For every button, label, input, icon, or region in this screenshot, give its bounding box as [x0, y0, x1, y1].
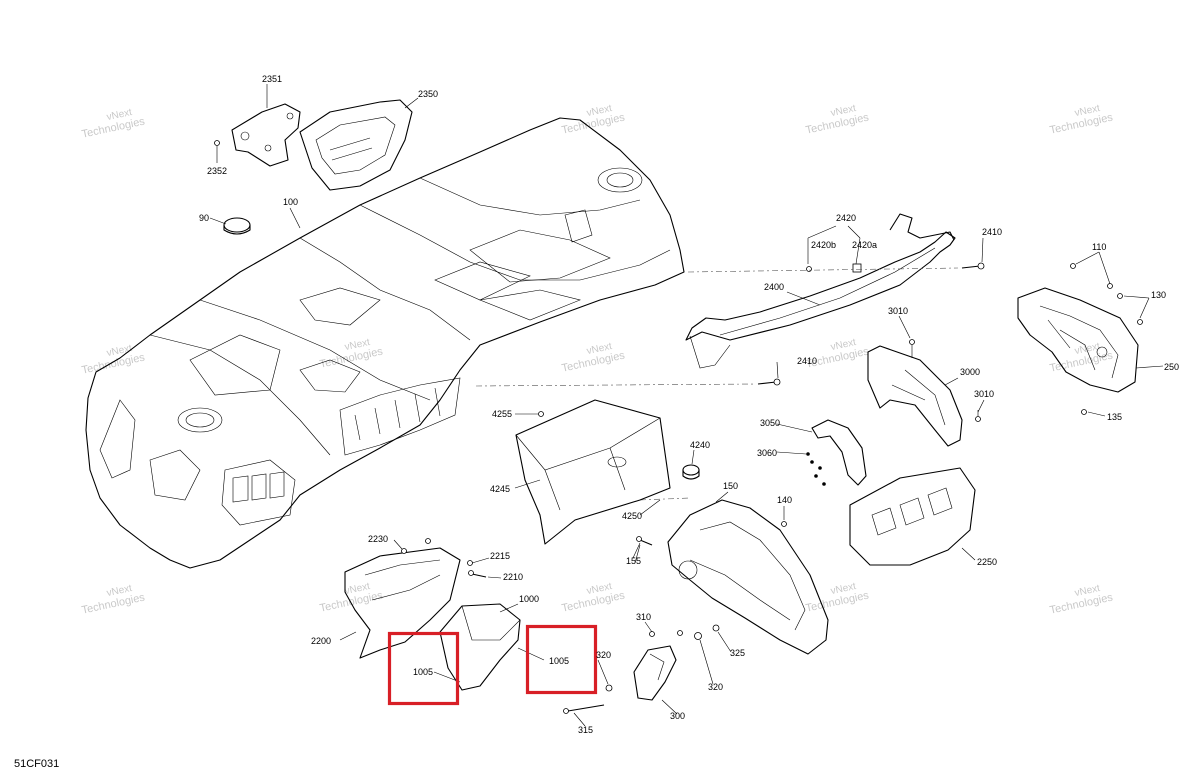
- fastener-dots-3060: [806, 452, 826, 486]
- svg-text:vNext: vNext: [1074, 103, 1102, 119]
- callout-2352: 2352: [207, 166, 227, 176]
- callout-2230: 2230: [368, 534, 388, 544]
- plug-part-4240: [682, 464, 700, 480]
- callout-4255: 4255: [492, 409, 512, 419]
- nuts-part-2420: [806, 263, 862, 273]
- callout-3000: 3000: [960, 367, 980, 377]
- callout-310: 310: [636, 612, 651, 622]
- callout-1005-right: 1005: [549, 656, 569, 666]
- svg-text:vNext: vNext: [830, 337, 858, 353]
- callout-1005-left: 1005: [413, 667, 433, 677]
- diagram-code: 51CF031: [14, 758, 59, 770]
- fasteners-part-310-315-320-325: [563, 624, 720, 714]
- highlight-boxes: [387, 624, 598, 706]
- svg-text:vNext: vNext: [586, 341, 614, 357]
- callout-320-left: 320: [596, 650, 611, 660]
- svg-text:vNext: vNext: [106, 343, 134, 359]
- callout-2215: 2215: [490, 551, 510, 561]
- callout-2350: 2350: [418, 89, 438, 99]
- callout-315: 315: [578, 725, 593, 735]
- callout-300: 300: [670, 711, 685, 721]
- callout-100: 100: [283, 197, 298, 207]
- crossbar-part-2400: [685, 213, 956, 369]
- callout-4250: 4250: [622, 511, 642, 521]
- svg-text:vNext: vNext: [586, 103, 614, 119]
- callout-150: 150: [723, 481, 738, 491]
- callout-2210: 2210: [503, 572, 523, 582]
- svg-text:vNext: vNext: [344, 581, 372, 597]
- callout-3060: 3060: [757, 448, 777, 458]
- instrument-cluster-part-2350: [299, 99, 413, 191]
- callout-155: 155: [626, 556, 641, 566]
- callout-2410-top: 2410: [982, 227, 1002, 237]
- callout-2420: 2420: [836, 213, 856, 223]
- glovebox-part-4245: [515, 399, 671, 545]
- clip-part-3050: [811, 419, 867, 486]
- screws-part-140-155: [636, 521, 787, 546]
- callout-2410-bottom: 2410: [797, 356, 817, 366]
- callout-2420a: 2420a: [852, 240, 877, 250]
- screws-part-2410: [757, 262, 985, 386]
- screws-part-2210-2215-2230: [401, 538, 487, 578]
- callout-2420b: 2420b: [811, 240, 836, 250]
- bracket-part-2351: [231, 103, 301, 167]
- callout-3010-top: 3010: [888, 306, 908, 316]
- switch-panel-part-2250: [849, 467, 976, 566]
- cap-part-90: [223, 217, 251, 235]
- cover-part-1000: [439, 603, 521, 691]
- callout-325: 325: [730, 648, 745, 658]
- callout-4240: 4240: [690, 440, 710, 450]
- svg-text:vNext: vNext: [586, 581, 614, 597]
- svg-text:vNext: vNext: [1074, 341, 1102, 357]
- callout-130: 130: [1151, 290, 1166, 300]
- callout-2250: 2250: [977, 557, 997, 567]
- callout-135: 135: [1107, 412, 1122, 422]
- screws-part-3010: [909, 339, 981, 422]
- bracket-part-3000: [867, 345, 963, 447]
- side-bracket-part-250: [1017, 287, 1139, 393]
- callout-140: 140: [777, 495, 792, 505]
- callout-3010-bottom: 3010: [974, 389, 994, 399]
- alignment-lines: [475, 267, 959, 501]
- callout-110: 110: [1092, 242, 1106, 252]
- highlight-box-left[interactable]: [387, 631, 460, 706]
- callout-4245: 4245: [490, 484, 510, 494]
- svg-text:vNext: vNext: [1074, 583, 1102, 599]
- callout-2400: 2400: [764, 282, 784, 292]
- svg-text:vNext: vNext: [830, 581, 858, 597]
- screw-part-4255: [538, 411, 544, 417]
- svg-text:vNext: vNext: [344, 337, 372, 353]
- callout-2200: 2200: [311, 636, 331, 646]
- callout-labels: 2351 2350 2352 90 100 2420 2420b 2420a 2…: [199, 74, 1179, 735]
- trim-part-2200: [344, 547, 461, 659]
- bracket-part-300: [633, 645, 677, 701]
- svg-text:vNext: vNext: [106, 583, 134, 599]
- leader-lines: [209, 84, 1164, 727]
- svg-text:vNext: vNext: [830, 103, 858, 119]
- svg-text:vNext: vNext: [106, 107, 134, 123]
- callout-320-right: 320: [708, 682, 723, 692]
- screw-part-2352: [214, 140, 220, 158]
- callout-1000: 1000: [519, 594, 539, 604]
- highlight-box-right[interactable]: [525, 624, 598, 695]
- callout-250: 250: [1164, 362, 1179, 372]
- console-bracket-part-150: [667, 499, 829, 655]
- callout-3050: 3050: [760, 418, 780, 428]
- callout-90: 90: [199, 213, 209, 223]
- callout-2351: 2351: [262, 74, 282, 84]
- dashboard-main-part: [85, 117, 685, 569]
